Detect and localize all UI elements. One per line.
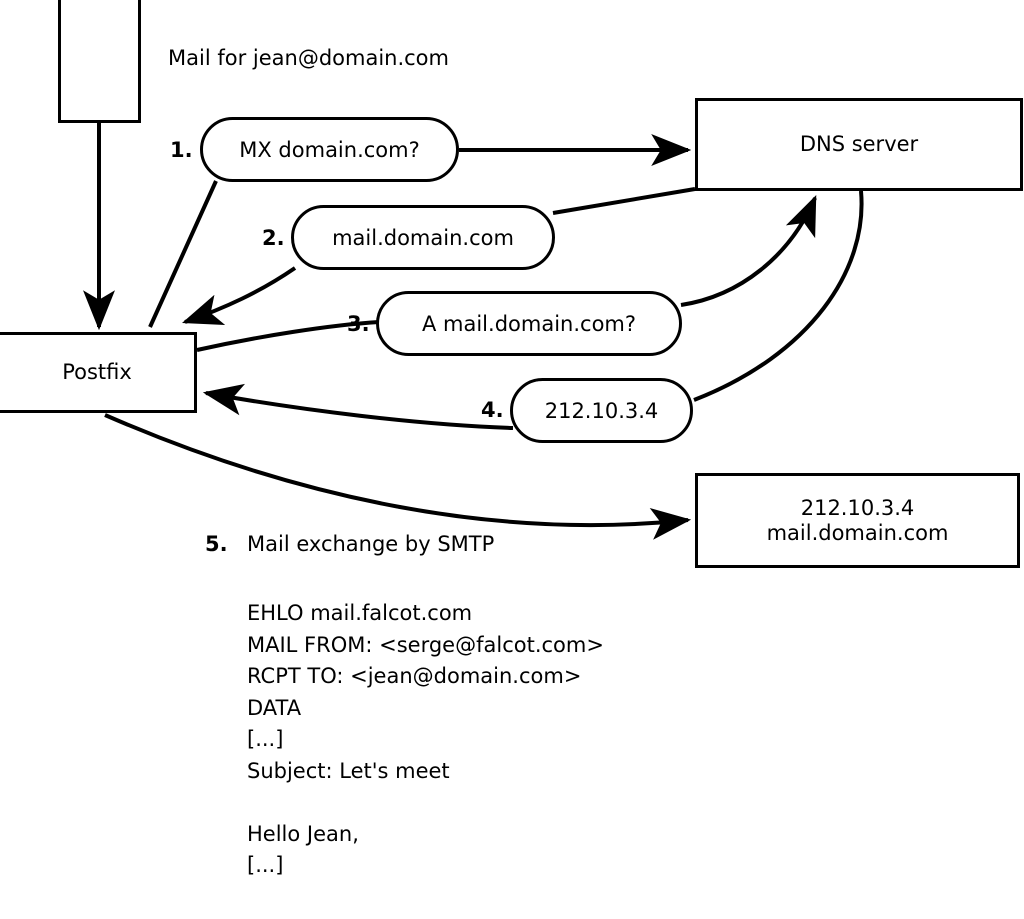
- smtp-transcript-line: RCPT TO: <jean@domain.com>: [247, 664, 582, 688]
- node-target-mail-server[interactable]: 212.10.3.4 mail.domain.com: [695, 473, 1020, 568]
- edge-dns-to-step2: [552, 187, 696, 215]
- edge-step3-to-dns: [680, 195, 817, 307]
- edge-postfix-to-step1: [148, 180, 218, 328]
- node-target-hostname: mail.domain.com: [766, 520, 949, 545]
- smtp-transcript-line: [...]: [247, 727, 284, 751]
- smtp-transcript-line: [...]: [247, 853, 284, 877]
- step-number-5: 5.: [205, 532, 228, 556]
- node-dns-server-label: DNS server: [799, 132, 919, 157]
- step-number-3: 3.: [347, 312, 370, 336]
- edge-step4-to-postfix: [202, 383, 514, 430]
- smtp-transcript-line: MAIL FROM: <serge@falcot.com>: [247, 632, 604, 657]
- smtp-transcript-blank-line: [247, 882, 604, 914]
- node-postfix[interactable]: Postfix: [0, 332, 197, 413]
- node-target-ip: 212.10.3.4: [800, 495, 915, 520]
- step-5-label: Mail exchange by SMTP: [247, 532, 495, 556]
- message-bubble-step-2-label: mail.domain.com: [332, 225, 514, 250]
- smtp-transcript-line: .: [247, 913, 604, 919]
- edge-dns-to-step4: [693, 190, 864, 402]
- edge-step2-to-postfix: [181, 266, 297, 325]
- smtp-transcript-line: Subject: Let's meet: [247, 758, 450, 783]
- message-bubble-step-1[interactable]: MX domain.com?: [200, 117, 459, 182]
- node-postfix-label: Postfix: [62, 360, 132, 385]
- message-bubble-step-3[interactable]: A mail.domain.com?: [376, 291, 682, 356]
- message-bubble-step-3-label: A mail.domain.com?: [421, 311, 637, 336]
- step-number-2: 2.: [262, 226, 285, 250]
- step-number-1: 1.: [170, 138, 193, 162]
- smtp-transcript-line: DATA: [247, 695, 302, 720]
- node-mail-client[interactable]: [58, 0, 141, 123]
- smtp-transcript-line: EHLO mail.falcot.com: [247, 601, 473, 625]
- message-bubble-step-4-label: 212.10.3.4: [544, 398, 659, 423]
- message-bubble-step-4[interactable]: 212.10.3.4: [510, 378, 693, 443]
- message-bubble-step-2[interactable]: mail.domain.com: [291, 205, 555, 270]
- diagram-title: Mail for jean@domain.com: [168, 46, 449, 70]
- edge-postfix-to-target: [104, 413, 692, 540]
- smtp-transcript-line: Hello Jean,: [247, 821, 359, 846]
- message-bubble-step-1-label: MX domain.com?: [239, 137, 420, 162]
- node-dns-server[interactable]: DNS server: [695, 98, 1023, 191]
- edge-postfix-to-step3: [196, 320, 380, 352]
- step-number-4: 4.: [481, 398, 504, 422]
- smtp-transcript-blank-line: [247, 787, 604, 819]
